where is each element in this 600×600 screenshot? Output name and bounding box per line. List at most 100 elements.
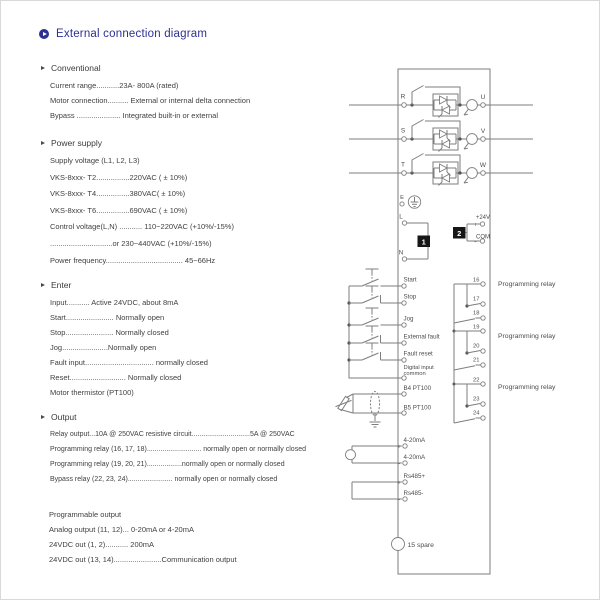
spec-line: Bypass relay (22, 23, 24)...............… bbox=[50, 476, 278, 483]
aux-24v-terminals: +24V + COM - 2 bbox=[453, 215, 490, 246]
callout-box-2 bbox=[453, 227, 466, 239]
stop-terminal bbox=[401, 300, 407, 306]
section-header: Conventional bbox=[41, 63, 250, 73]
section-conventional: Conventional Current range...........23A… bbox=[41, 63, 250, 123]
spec-line: VKS-8xxx- T4................380VAC( ± 10… bbox=[50, 189, 186, 199]
bypass-contact bbox=[411, 153, 461, 173]
section-programmable-output: Programmable output Analog output (11, 1… bbox=[49, 507, 237, 567]
spec-line: Programming relay (19, 20, 21)..........… bbox=[50, 461, 285, 468]
spec-line: Current range...........23A- 800A (rated… bbox=[50, 81, 179, 90]
com-label: COM bbox=[476, 235, 490, 241]
callout-1-label: 1 bbox=[422, 237, 426, 246]
neutral-terminal bbox=[401, 256, 408, 262]
section-output: Output Relay output...10A @ 250VAC resis… bbox=[41, 412, 306, 487]
relay-group-1: 16 17 18 bbox=[453, 278, 486, 324]
callout-2-label: 2 bbox=[457, 229, 461, 238]
phase-row-s: S bbox=[349, 119, 533, 152]
input-terminal bbox=[401, 102, 407, 108]
main-unit-outline bbox=[397, 68, 491, 575]
arrow-right-icon bbox=[41, 66, 45, 70]
digital-inputs: Start Stop bbox=[347, 268, 440, 381]
meter-icon bbox=[345, 449, 356, 461]
input-terminal bbox=[401, 170, 407, 176]
spec-line: ..............................or 230~440… bbox=[50, 238, 212, 248]
arrow-right-icon bbox=[41, 283, 45, 287]
section-body: Input........... Active 24VDC, about 8mA… bbox=[50, 295, 208, 400]
rs485-minus-label: Rs485- bbox=[404, 490, 424, 497]
spec-line: 24VDC out (13, 14)......................… bbox=[49, 555, 237, 564]
spare-label: 15 spare bbox=[408, 542, 435, 549]
input-label: Jog bbox=[404, 316, 415, 323]
spec-line: Jog......................Normally open bbox=[50, 343, 157, 352]
spec-line: Motor thermistor (PT100) bbox=[50, 388, 134, 397]
spec-line: VKS-8xxx- T6................690VAC ( ± 1… bbox=[50, 205, 188, 215]
external-fault-terminal bbox=[401, 340, 407, 346]
spec-line: Relay output...10A @ 250VAC resistive ci… bbox=[50, 431, 295, 438]
minus-sign: - bbox=[398, 498, 400, 504]
phase-row-t: T bbox=[349, 153, 533, 186]
current-transformer bbox=[463, 167, 478, 184]
page-title: External connection diagram bbox=[56, 28, 208, 40]
callout-box-1 bbox=[417, 235, 430, 247]
jog-terminal bbox=[401, 322, 407, 328]
thyristor-block bbox=[432, 161, 459, 186]
relay-group-label: Programming relay bbox=[498, 384, 556, 391]
earth-ground-icon bbox=[369, 413, 381, 428]
section-title: Power supply bbox=[51, 138, 103, 148]
b5-terminal bbox=[401, 410, 407, 416]
output-terminal bbox=[480, 170, 486, 176]
spec-line: VKS-8xxx- T2................220VAC ( ± 1… bbox=[50, 172, 188, 182]
section-enter: Enter Input........... Active 24VDC, abo… bbox=[41, 280, 208, 400]
control-supply-terminals: L N 1 bbox=[399, 214, 430, 262]
relay-group-label: Programming relay bbox=[498, 281, 556, 288]
input-label: Stop bbox=[404, 294, 417, 301]
spec-line: Programming relay (16, 17, 18)..........… bbox=[50, 446, 306, 453]
cable-shield-icon bbox=[370, 391, 380, 416]
relay-group-2: 19 20 21 bbox=[453, 325, 486, 371]
bullet-icon bbox=[39, 29, 49, 39]
spec-line: 24VDC out (1, 2)........... 200mA bbox=[49, 540, 155, 549]
v24-terminal bbox=[479, 221, 486, 227]
earth-label: E bbox=[400, 195, 404, 201]
thermistor-icon bbox=[335, 393, 354, 414]
minus-sign: - bbox=[474, 239, 476, 246]
thyristor-block bbox=[432, 93, 459, 118]
pt100-terminals: B4 PT100 B5 PT100 bbox=[335, 385, 432, 428]
arrow-right-icon bbox=[41, 141, 45, 145]
arrow-right-icon bbox=[41, 415, 45, 419]
line-label: L bbox=[399, 214, 403, 221]
terminal-number: 24 bbox=[473, 411, 480, 417]
phase-row-r: R bbox=[349, 85, 533, 118]
fault-reset-terminal bbox=[401, 357, 407, 363]
phase-in-label: T bbox=[401, 162, 405, 169]
section-header: Output bbox=[41, 412, 306, 422]
bypass-contact bbox=[411, 119, 461, 139]
input-stop: Stop bbox=[349, 285, 417, 306]
phase-out-label: U bbox=[481, 94, 486, 101]
spec-line: Motor connection.......... External or i… bbox=[50, 96, 251, 105]
section-header: Enter bbox=[41, 280, 208, 290]
phase-out-label: V bbox=[481, 128, 486, 135]
analog-plus-label: 4-20mA bbox=[404, 437, 427, 444]
input-external-fault: External fault bbox=[349, 325, 440, 346]
analog-output-terminals: 4-20mA + 4-20mA - bbox=[345, 437, 427, 468]
common-label-line2: common bbox=[404, 371, 426, 377]
spec-line: Start....................... Normally op… bbox=[50, 313, 165, 322]
spec-line: Fault input.............................… bbox=[50, 358, 208, 367]
rs485-terminals: Rs485+ + Rs485- - bbox=[351, 473, 425, 504]
section-title: Conventional bbox=[51, 63, 101, 73]
plus-sign: + bbox=[397, 481, 401, 487]
spec-line: Analog output (11, 12)... 0-20mA or 4-20… bbox=[49, 525, 194, 534]
rs485-plus-terminal bbox=[402, 479, 408, 485]
spec-line: Stop....................... Normally clo… bbox=[50, 328, 169, 337]
terminal-number: 16 bbox=[473, 278, 479, 284]
relay-group-label: Programming relay bbox=[498, 333, 556, 340]
input-terminal bbox=[401, 136, 407, 142]
phase-out-label: W bbox=[480, 162, 487, 169]
spec-line: Control voltage(L,N) ........... 110~220… bbox=[50, 222, 234, 232]
terminal-number: 22 bbox=[473, 378, 479, 384]
phase-in-label: S bbox=[401, 128, 406, 135]
terminal-number: 17 bbox=[473, 297, 479, 303]
rs485-minus-terminal bbox=[402, 496, 408, 502]
